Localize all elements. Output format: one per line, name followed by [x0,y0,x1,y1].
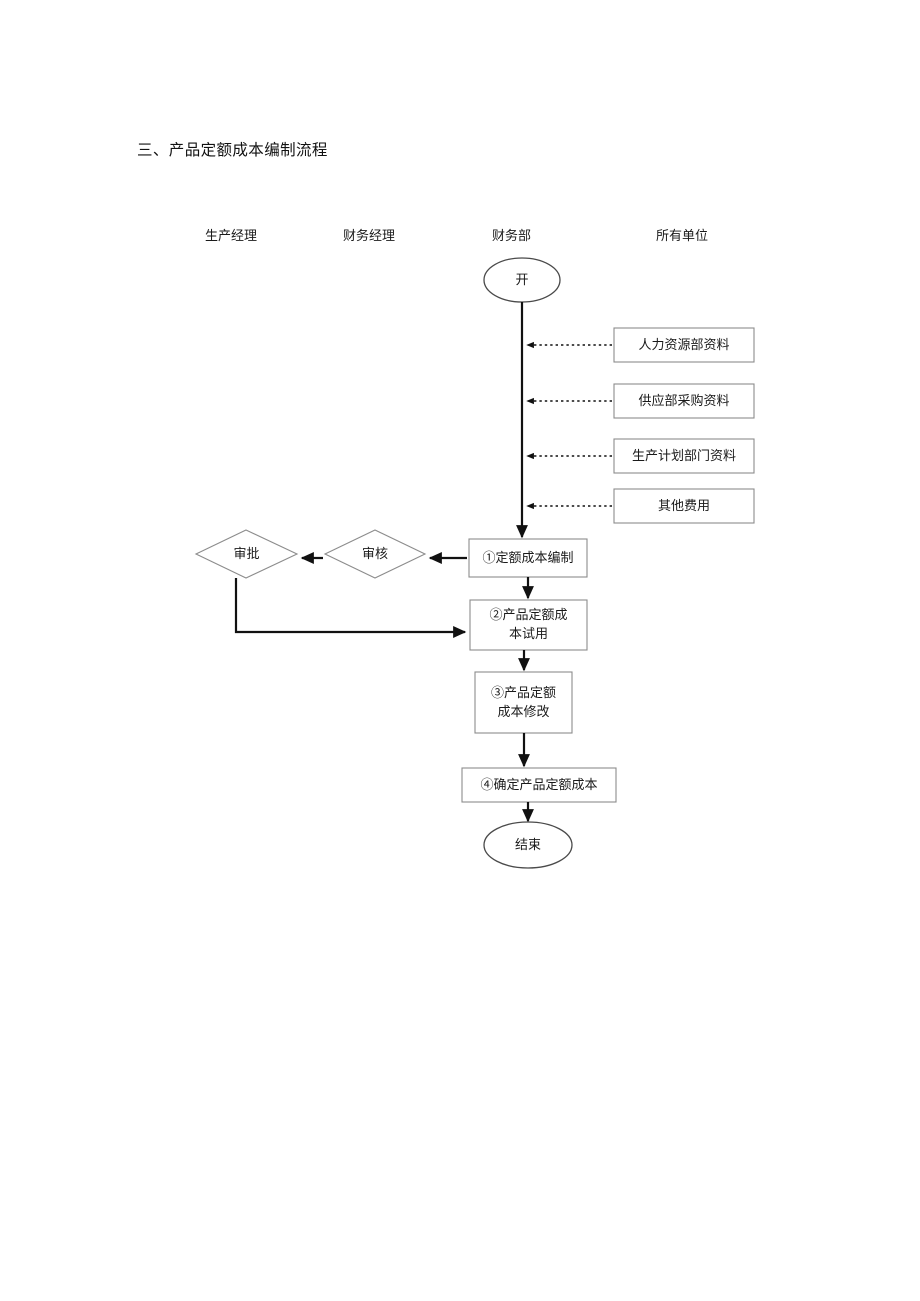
swimlane-header-finance-department: 财务部 [492,228,532,243]
swimlane-header-finance-manager: 财务经理 [343,228,396,243]
end-terminator [483,821,573,869]
start-terminator [483,257,561,303]
connector-approve-to-process2 [234,578,467,638]
swimlane-header-all-units: 所有单位 [656,228,709,243]
input-box-hr-data [613,327,755,363]
input-box-purchasing-data [613,383,755,419]
swimlane-header-production-manager: 生产经理 [205,228,258,243]
process-box-3-quota-cost-revision [474,671,573,734]
process-box-4-confirm-quota-cost [461,767,617,803]
process-box-2-quota-cost-trial [469,599,588,651]
process-box-1-quota-cost-preparation [468,538,588,578]
page-title: 三、产品定额成本编制流程 [137,142,328,159]
decision-review [323,529,427,579]
input-box-other-expenses [613,488,755,524]
decision-approve [194,529,299,579]
input-box-production-plan-data [613,438,755,474]
